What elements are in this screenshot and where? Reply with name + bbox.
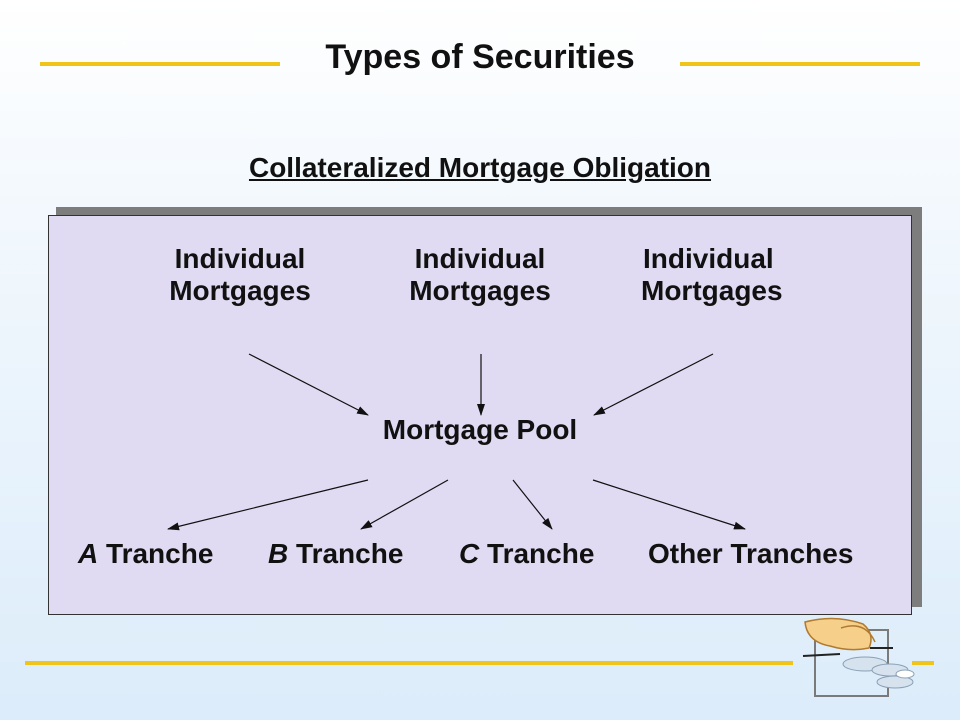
source-node-2-line1: Individual	[414, 243, 546, 274]
source-node-3-line2: Mortgages	[641, 275, 783, 306]
source-node-1: Individual Mortgages	[140, 243, 340, 307]
source-node-2-line2: Mortgages	[409, 275, 551, 306]
tranche-c-letter: C	[459, 538, 480, 569]
hand-coins-clipart-icon	[802, 617, 915, 697]
arrow-pool-to-a	[167, 479, 369, 531]
tranche-b-label: Tranche	[288, 538, 404, 569]
tranche-c-label: Tranche	[479, 538, 595, 569]
source-node-3-line1: Individual	[643, 243, 774, 274]
source-node-2: Individual Mortgages	[380, 243, 580, 307]
arrow-pool-to-b	[360, 479, 449, 530]
arrow-source3-to-pool	[593, 353, 714, 416]
arrow-pool-to-c	[512, 479, 553, 530]
tranche-b-letter: B	[268, 538, 289, 569]
source-node-1-line2: Mortgages	[169, 275, 311, 306]
arrow-source1-to-pool	[248, 353, 369, 416]
arrow-pool-to-other	[592, 479, 746, 530]
title-rule-left	[40, 62, 280, 66]
tranche-a-letter: A	[78, 538, 99, 569]
tranche-other-label: Other Tranches	[648, 538, 854, 569]
footer-rule-left	[25, 661, 793, 665]
diagram-subtitle: Collateralized Mortgage Obligation	[248, 152, 712, 183]
tranche-a-label: Tranche	[98, 538, 214, 569]
footer-rule-right	[912, 661, 934, 665]
title-rule-right	[680, 62, 920, 66]
tranche-a: A Tranche	[78, 538, 213, 570]
tranche-c: C Tranche	[459, 538, 594, 570]
tranche-b: B Tranche	[268, 538, 403, 570]
page-title: Types of Securities	[325, 38, 635, 76]
source-node-1-line1: Individual	[174, 243, 306, 274]
source-node-3: Individual Mortgages	[616, 243, 816, 307]
tranche-other: Other Tranches	[648, 538, 853, 570]
pool-node: Mortgage Pool	[382, 414, 578, 445]
